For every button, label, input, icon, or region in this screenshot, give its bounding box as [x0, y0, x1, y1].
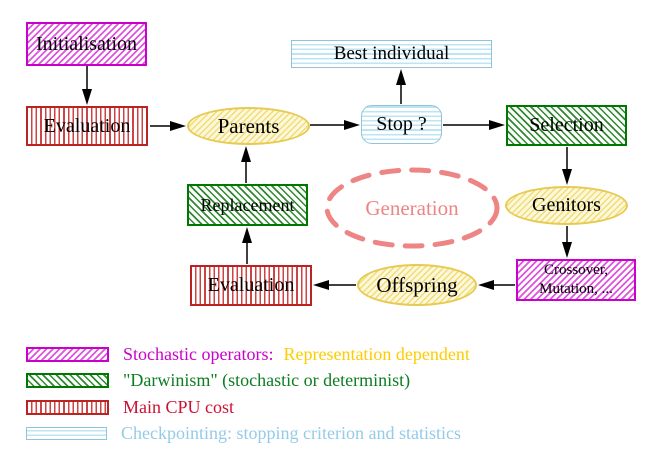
- arrow-evaluation-to-replacement: [242, 227, 252, 264]
- node-selection: Selection: [506, 105, 627, 146]
- arrow-offspring-to-evaluation: [313, 280, 356, 290]
- node-initialisation: Initialisation: [26, 22, 147, 66]
- green-diagonal-hatch-swatch: [26, 373, 109, 388]
- crossover-label-line1: Crossover,: [544, 262, 608, 279]
- crossover-label-line2: Mutation, ...: [539, 281, 613, 297]
- arrow-crossover-to-offspring: [478, 280, 515, 290]
- arrow-stop-to-best-individual: [396, 69, 406, 104]
- arrow-evaluation-to-parents: [150, 121, 186, 131]
- arrow-genitors-to-crossover: [562, 226, 572, 258]
- node-generation-loop: Generation: [322, 166, 502, 250]
- legend-row-main-cpu-cost: Main CPU cost: [26, 397, 234, 418]
- generation-dashed-ellipse: [324, 167, 500, 249]
- arrow-selection-to-genitors: [562, 147, 572, 185]
- legend-label-main-cpu-cost: Main CPU cost: [123, 397, 235, 417]
- legend-row-checkpointing: Checkpointing: stopping criterion and st…: [26, 423, 461, 444]
- red-vertical-stripes-swatch: [26, 400, 109, 415]
- node-genitors: Genitors: [505, 186, 628, 225]
- arrow-stop-to-selection: [443, 120, 505, 130]
- node-best-individual: Best individual: [291, 40, 492, 68]
- arrow-replacement-to-parents: [241, 146, 251, 183]
- legend-label-representation-dependent: Representation dependent: [283, 344, 470, 364]
- node-evaluation-top: Evaluation: [26, 106, 148, 146]
- node-offspring: Offspring: [357, 264, 477, 306]
- legend-label-darwinism: "Darwinism" (stochastic or determinist): [123, 370, 411, 390]
- generation-label: Generation: [365, 195, 459, 220]
- legend-row-stochastic-operators: Stochastic operators: Representation dep…: [26, 344, 470, 365]
- node-stop: Stop ?: [361, 105, 442, 144]
- arrow-initialisation-to-evaluation: [82, 66, 92, 105]
- node-parents: Parents: [187, 107, 310, 145]
- legend-label-stochastic-operators: Stochastic operators:: [123, 344, 274, 364]
- cyan-horizontal-stripes-swatch: [26, 427, 107, 440]
- node-replacement: Replacement: [187, 184, 308, 226]
- arrow-parents-to-stop: [310, 120, 360, 130]
- node-crossover-mutation: Crossover, Mutation, ...: [516, 259, 636, 301]
- node-evaluation-bottom: Evaluation: [190, 265, 312, 306]
- legend-label-checkpointing: Checkpointing: stopping criterion and st…: [121, 423, 461, 443]
- legend-row-darwinism: "Darwinism" (stochastic or determinist): [26, 370, 410, 391]
- magenta-diagonal-hatch-swatch: [26, 347, 109, 362]
